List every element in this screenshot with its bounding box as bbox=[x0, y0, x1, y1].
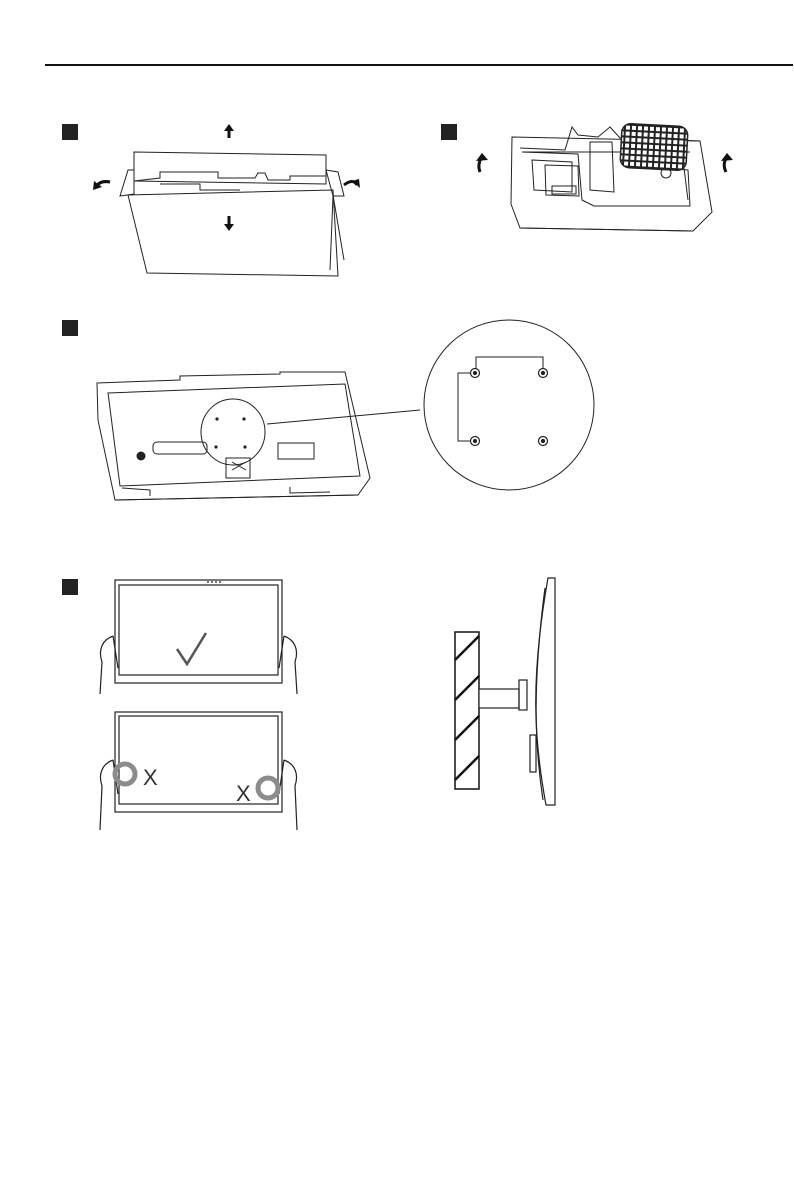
panel-wrong-illustration bbox=[100, 712, 297, 830]
foam-grid-pad bbox=[620, 123, 688, 170]
open-box-illustration bbox=[120, 152, 344, 276]
wrong-grip-label-right: X bbox=[236, 781, 251, 806]
rear-panel-illustration bbox=[97, 320, 594, 500]
wall-mount-side-illustration bbox=[455, 578, 555, 805]
panel-correct-illustration bbox=[100, 580, 297, 694]
curved-arrow-icon bbox=[93, 179, 360, 190]
wrong-grip-label-left: X bbox=[143, 765, 158, 790]
up-arrow-icon bbox=[224, 124, 234, 138]
screw-holes bbox=[471, 369, 548, 446]
